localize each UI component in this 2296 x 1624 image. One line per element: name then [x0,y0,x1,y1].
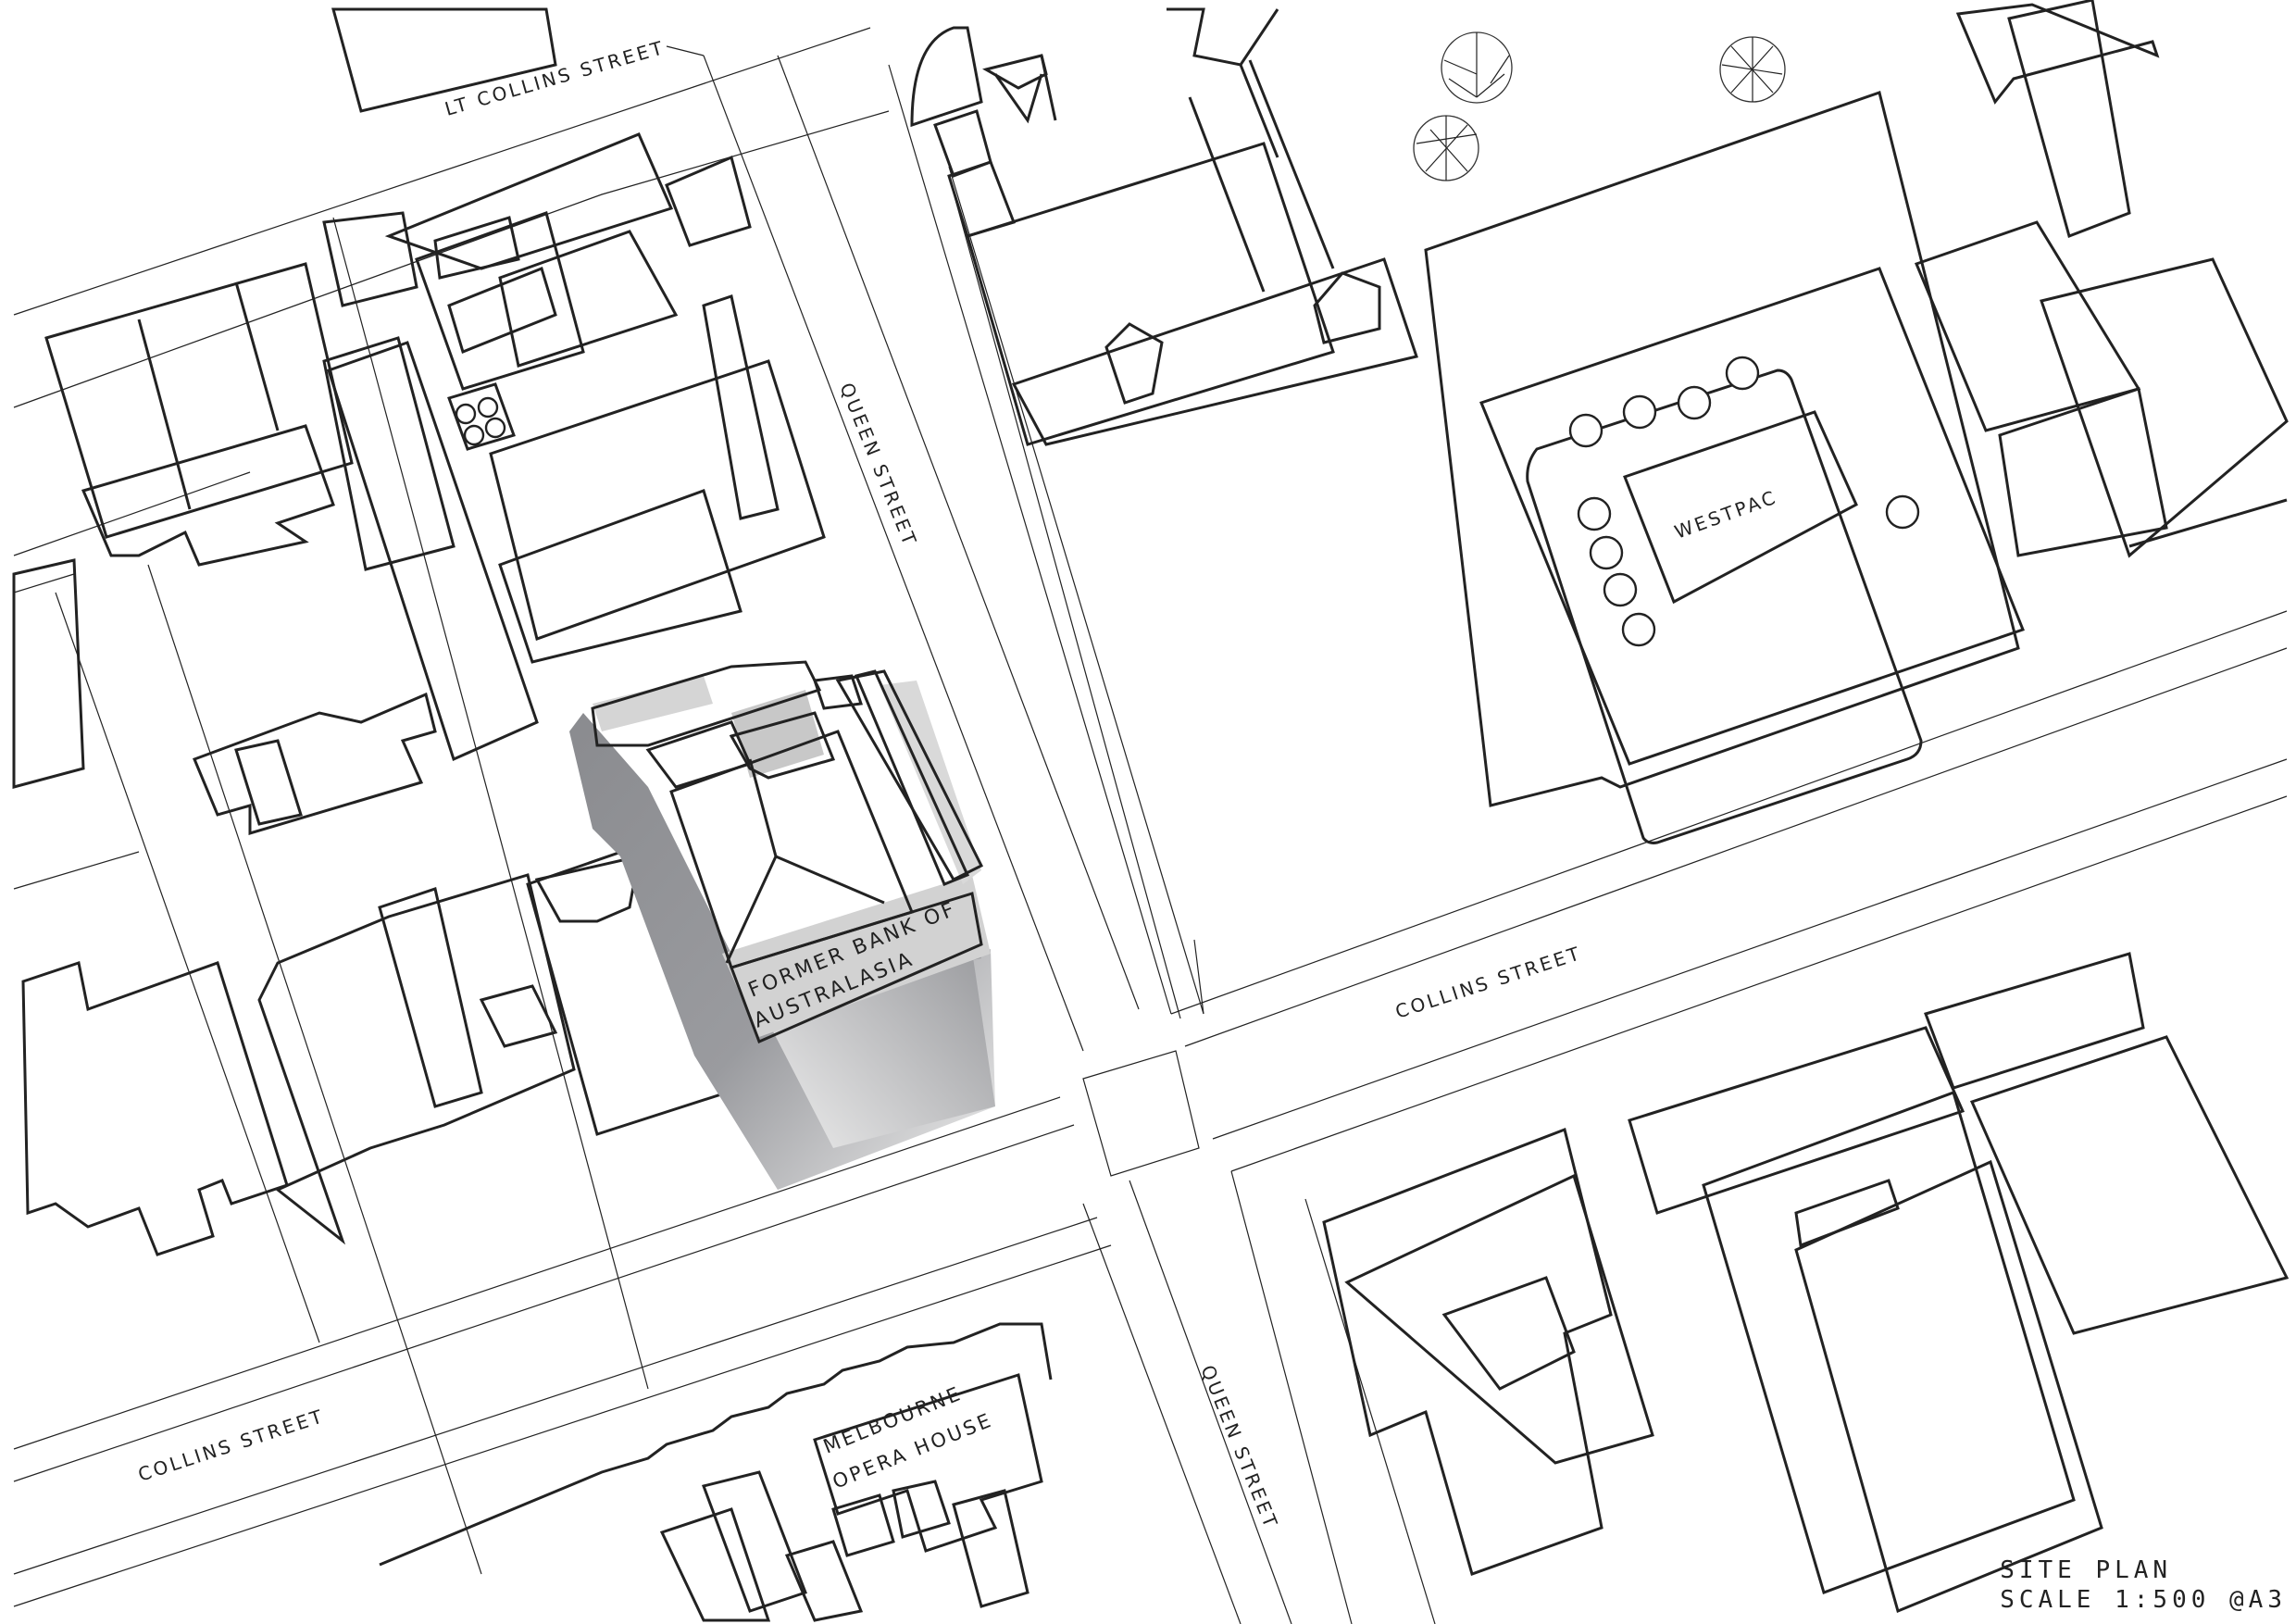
buildings-northwest [12,7,826,836]
tree-group [1413,31,1786,181]
westpac-label: WESTPAC [1672,485,1781,543]
street-label-collins-west: COLLINS STREET [135,1405,327,1486]
westpac-block: WESTPAC [1424,91,2025,844]
street-label-queen-south: QUEEN STREET [1196,1362,1282,1532]
tree-icon [1719,36,1786,103]
subject-building: FORMER BANK OF AUSTRALASIA [569,660,995,1190]
buildings-southeast [1322,952,2290,1614]
buildings-northeast [910,7,1418,446]
tree-icon [1441,31,1513,104]
opera-house-block: MELBOURNE OPERA HOUSE [379,1322,1053,1622]
street-lines [13,27,2288,1624]
drawing-title: SITE PLAN [2000,1556,2173,1584]
title-block: SITE PLAN SCALE 1:500 @A3 [2000,1555,2287,1615]
street-label-queen-north: QUEEN STREET [835,380,921,550]
rooftop-plant-icon [447,382,516,451]
tree-icon [1413,115,1479,181]
drawing-scale: SCALE 1:500 @A3 [2000,1586,2287,1614]
street-label-collins-east: COLLINS STREET [1392,942,1584,1023]
buildings-southwest [21,841,729,1256]
buildings-far-northeast [1915,0,2289,558]
